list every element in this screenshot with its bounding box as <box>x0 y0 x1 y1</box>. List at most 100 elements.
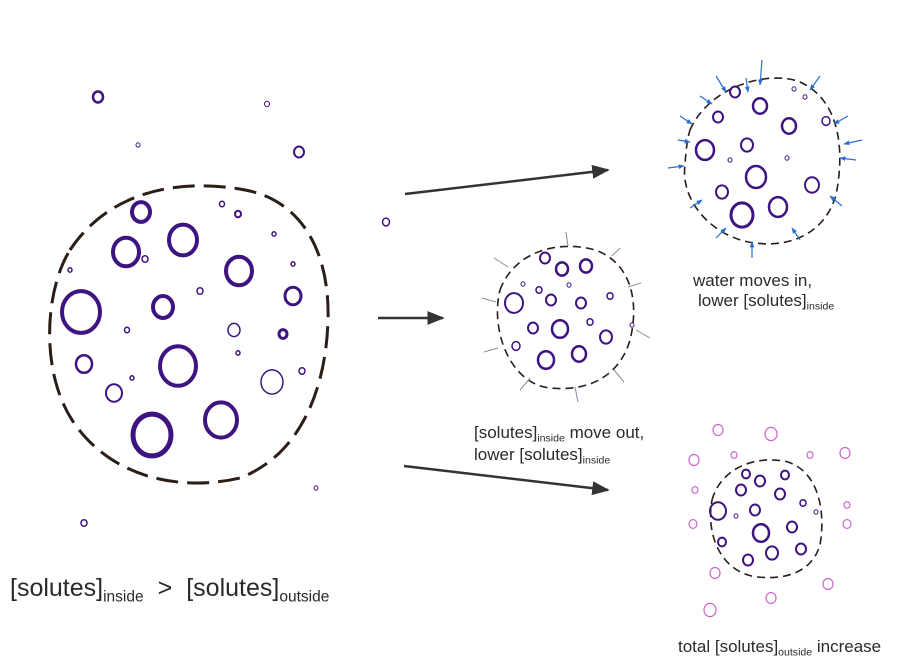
solute-particle <box>536 349 556 371</box>
outside-solute-particle <box>91 90 105 104</box>
solute-particle <box>802 94 808 100</box>
solute-particle <box>111 235 141 269</box>
text: lower [solutes] <box>698 291 807 311</box>
arrow-to-outside-cell <box>403 464 610 496</box>
solutes-out-cell-solutes <box>504 251 635 371</box>
solute-particle <box>606 291 614 301</box>
solute-particle <box>74 353 94 375</box>
solute-particle <box>151 294 175 320</box>
outside-solute-particle <box>264 100 270 108</box>
outside-solute-particle <box>135 142 141 148</box>
solute-particle <box>774 487 786 501</box>
solute-particle <box>224 254 254 288</box>
solute-particle <box>586 317 594 327</box>
text: lower [solutes] <box>474 445 583 465</box>
outside-solute-particle <box>313 485 319 491</box>
water-arrow <box>689 199 703 209</box>
solute-particle <box>130 200 152 224</box>
water-arrow <box>809 75 821 91</box>
water-in-cell-membrane <box>683 77 841 245</box>
outflow-mark <box>611 247 621 257</box>
solute-particle <box>729 201 755 229</box>
solute-particle <box>67 267 73 273</box>
water-arrow <box>843 139 863 146</box>
solute-particle <box>158 344 198 388</box>
water-in-line2: lower [solutes]inside <box>693 291 834 313</box>
solute-particle <box>60 289 102 335</box>
solutes-out-label: [solutes]inside move out, lower [solutes… <box>474 423 644 468</box>
water-arrow <box>715 75 727 93</box>
text: total [solutes] <box>678 637 779 656</box>
solute-particle <box>599 329 613 345</box>
water-arrow <box>679 115 693 125</box>
outside-solute-particle <box>806 451 814 459</box>
solute-particle <box>260 369 284 395</box>
outside-solute-particle <box>80 518 88 528</box>
solute-particle <box>813 509 819 515</box>
solute-particle <box>784 155 790 161</box>
solute-particle <box>733 513 739 519</box>
solutes-out-cell <box>481 231 651 403</box>
solute-particle <box>744 164 768 190</box>
solute-particle <box>780 469 790 481</box>
water-in-line1: water moves in, <box>693 271 813 290</box>
solute-particle <box>235 350 241 356</box>
solute-particle <box>727 157 733 163</box>
large-cell-solutes <box>60 200 306 459</box>
water-arrow <box>791 227 801 241</box>
outside-solute-particle <box>765 591 777 605</box>
solute-particle <box>545 293 557 307</box>
solute-particle <box>283 285 303 307</box>
water-arrow <box>758 59 763 86</box>
outside-solute-particle <box>381 217 391 227</box>
solute-particle <box>821 115 831 127</box>
solute-particle <box>767 195 789 219</box>
greater-than-sign: > <box>157 574 173 602</box>
outside-solutes <box>80 90 391 528</box>
solute-particle <box>123 326 131 334</box>
solute-particle <box>791 86 797 92</box>
outside-solutes-pink <box>688 423 852 618</box>
water-arrow <box>829 195 843 207</box>
solute-particle <box>740 137 754 153</box>
solute-particle <box>712 110 724 124</box>
water-arrow <box>715 227 727 239</box>
outside-solute-particle <box>688 518 698 529</box>
arrow-to-water-cell <box>404 164 610 196</box>
solute-particle <box>709 501 727 521</box>
solute-particle <box>786 520 798 534</box>
outflow-mark <box>627 282 642 288</box>
solute-particle <box>578 258 594 274</box>
text: move out, <box>564 423 645 442</box>
solute-particle <box>520 281 526 287</box>
outside-increase-label: total [solutes]outside increase <box>678 637 881 659</box>
outside-solute-particle <box>688 453 700 467</box>
solute-particle <box>566 282 572 288</box>
solute-comparison-label: [solutes]inside>[solutes]outside <box>10 573 329 607</box>
solute-particle <box>130 411 174 459</box>
solute-particle <box>754 474 766 488</box>
solutes-out-line2: lower [solutes]inside <box>474 445 644 467</box>
outside-solute-particle <box>843 501 851 509</box>
solute-particle <box>804 176 820 194</box>
outside-solute-particle <box>703 602 717 618</box>
water-arrow <box>744 77 750 93</box>
solute-particle <box>575 296 587 310</box>
outside-solute-particle <box>822 577 834 591</box>
solute-particle <box>735 483 747 497</box>
solute-particle <box>751 97 769 115</box>
outflow-mark <box>565 231 569 247</box>
solute-particle <box>141 254 149 264</box>
solute-particle <box>741 468 751 480</box>
subscript: inside <box>537 432 565 445</box>
outside-solute-particle <box>293 145 305 159</box>
outside-solute-particle <box>764 426 778 442</box>
solute-particle <box>105 383 123 403</box>
outflow-mark <box>519 377 531 391</box>
solute-particle <box>799 498 807 508</box>
outflow-mark <box>635 329 651 339</box>
solutes-out-cell-membrane <box>496 245 635 390</box>
solute-particle <box>629 322 635 328</box>
outflow-mark <box>493 257 509 268</box>
subscript: outside <box>778 646 813 659</box>
